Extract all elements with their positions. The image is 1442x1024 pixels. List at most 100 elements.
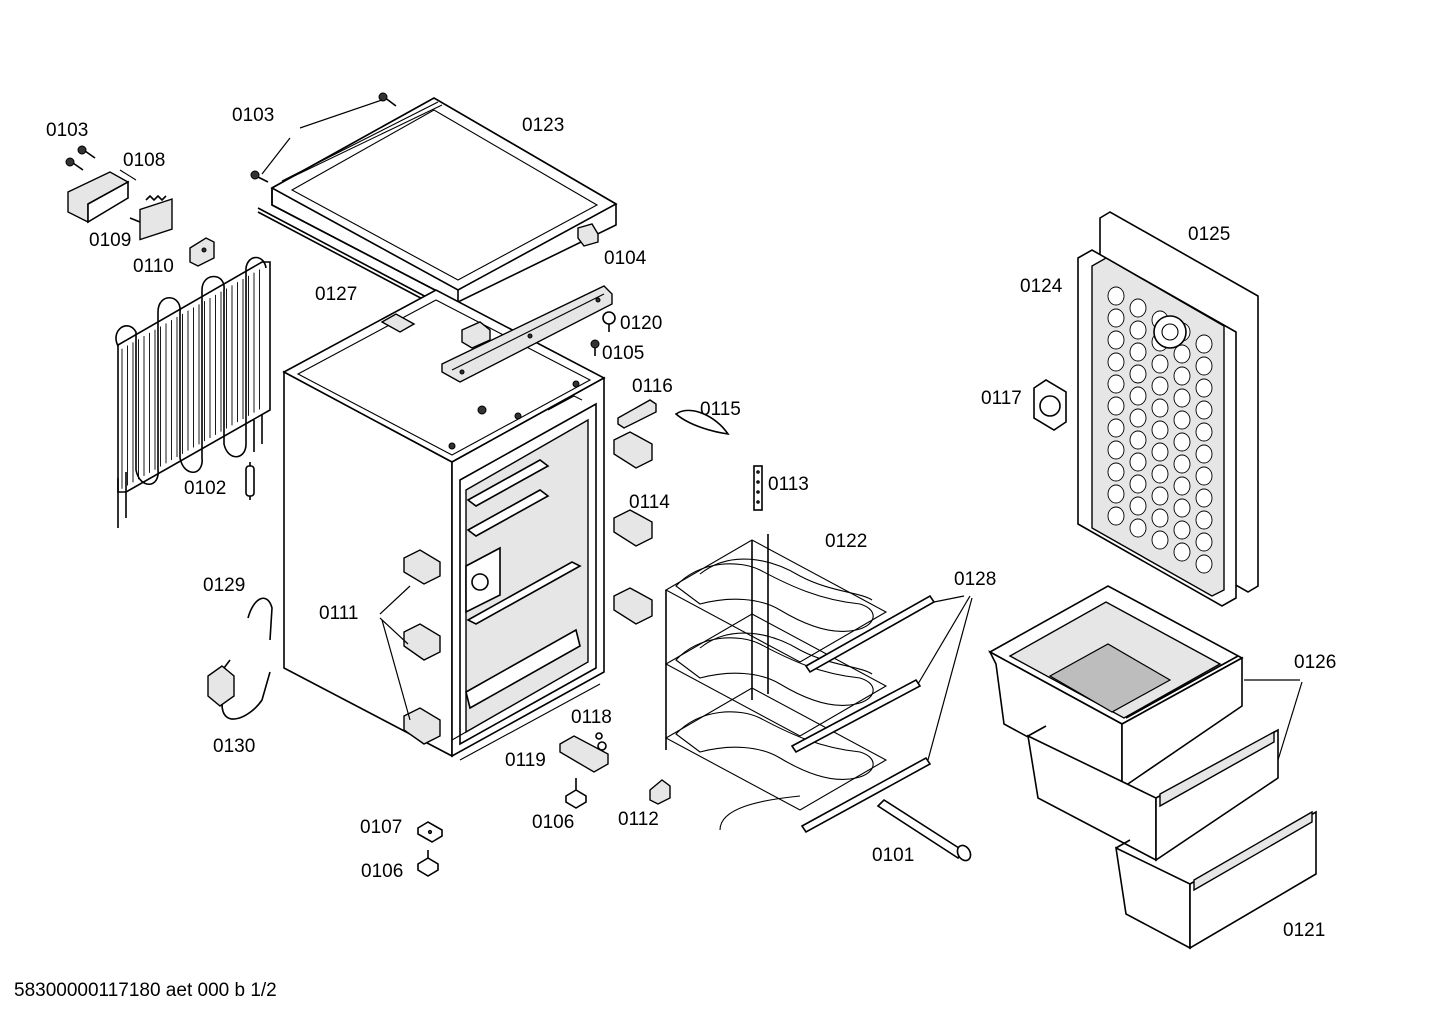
- power-cord: [207, 659, 271, 720]
- label-0128: 0128: [954, 569, 996, 590]
- washers-0118: [595, 732, 607, 751]
- label-0103-left: 0103: [46, 120, 88, 141]
- shelf-support-lower: [613, 587, 653, 625]
- worktop-lid: [270, 97, 618, 304]
- label-0104: 0104: [604, 248, 647, 269]
- door-liner-cell: [1173, 410, 1191, 430]
- door-liner-cell: [1151, 420, 1169, 440]
- label-0117: 0117: [981, 388, 1022, 409]
- drawer-top: [988, 585, 1244, 790]
- label-0116: 0116: [632, 376, 673, 397]
- door-liner-cell: [1173, 498, 1191, 518]
- label-0112: 0112: [618, 809, 659, 830]
- bracket-0110: [189, 237, 215, 267]
- door-liner-cell: [1195, 532, 1213, 552]
- door-liner-cell: [1173, 432, 1191, 452]
- label-0106-center: 0106: [532, 812, 574, 833]
- door-liner-cell: [1151, 486, 1169, 506]
- door-liner-cell: [1173, 542, 1191, 562]
- door-liner-cell: [1151, 354, 1169, 374]
- shelf-rod: [876, 798, 972, 862]
- shelf-edge-profile-top: [804, 594, 936, 674]
- shelf-support-middle: [613, 509, 653, 547]
- door-liner-cell: [1195, 334, 1213, 354]
- drawer-middle: [1026, 725, 1279, 862]
- door-liner-cell: [1151, 398, 1169, 418]
- label-0107: 0107: [360, 817, 402, 838]
- door-inner-liner: [1091, 257, 1225, 597]
- door-liner-cell: [1173, 454, 1191, 474]
- label-0119: 0119: [505, 750, 546, 771]
- door-liner-cell: [1107, 418, 1125, 438]
- cabinet-body: [282, 289, 606, 761]
- screw-top-left: [250, 170, 269, 183]
- label-0125: 0125: [1188, 224, 1230, 245]
- door-liner-cell: [1129, 320, 1147, 340]
- label-0111: 0111: [319, 603, 358, 624]
- drawer-bottom: [1114, 810, 1317, 950]
- screw-0105: [590, 339, 600, 356]
- hinge-rail: [441, 285, 613, 383]
- label-0113: 0113: [768, 474, 809, 495]
- label-0129: 0129: [203, 575, 245, 596]
- door-liner-cell: [1151, 464, 1169, 484]
- label-0108: 0108: [123, 150, 165, 171]
- door-liner-cell: [1129, 408, 1147, 428]
- door-liner-cell: [1195, 554, 1213, 574]
- label-0130: 0130: [213, 736, 255, 757]
- shelf-frame: [665, 534, 769, 750]
- door-liner-cell: [1107, 396, 1125, 416]
- door-liner-cell: [1107, 506, 1125, 526]
- hinge-bolt: [602, 311, 616, 332]
- thermostat: [129, 194, 173, 241]
- foot-plate-0107: [417, 821, 443, 843]
- label-0110: 0110: [133, 256, 174, 277]
- door-liner-cell: [1151, 376, 1169, 396]
- wire-shelf-bottom: [664, 687, 888, 831]
- door-liner-cell: [1129, 496, 1147, 516]
- cable-wire-0129: [247, 597, 273, 641]
- door-liner-cell: [1195, 400, 1213, 420]
- dryer-filter: [245, 462, 255, 500]
- screw-0103-a: [65, 157, 84, 171]
- door-liner-cell: [1151, 508, 1169, 528]
- thermostat-cover: [67, 171, 130, 224]
- door-liner-cell: [1107, 352, 1125, 372]
- door-liner-cell: [1107, 286, 1125, 306]
- door-liner-cell: [1195, 378, 1213, 398]
- door-liner-cell: [1195, 356, 1213, 376]
- door-liner-cell: [1151, 442, 1169, 462]
- label-0127: 0127: [315, 284, 357, 305]
- hinge-bracket-middle: [403, 623, 441, 661]
- label-0118: 0118: [571, 707, 612, 728]
- side-trim-strip: [257, 207, 433, 305]
- door-stop-0112: [649, 779, 671, 805]
- label-0115: 0115: [700, 399, 741, 420]
- drawing-reference-number: 58300000117180 aet 000 b 1/2: [14, 980, 277, 1001]
- door-liner-cell: [1195, 422, 1213, 442]
- door-liner-cell: [1129, 364, 1147, 384]
- wire-shelf-middle: [664, 613, 888, 737]
- label-0123: 0123: [522, 115, 564, 136]
- door-liner-cell: [1129, 298, 1147, 318]
- door-liner-cell: [1195, 488, 1213, 508]
- shelf-rack-strip: [753, 465, 763, 511]
- door-liner-cell: [1107, 462, 1125, 482]
- door-liner-cell: [1173, 344, 1191, 364]
- label-0103-lid: 0103: [232, 105, 274, 126]
- shelf-edge-profile-middle: [790, 678, 922, 754]
- condenser-coil: [115, 256, 271, 528]
- hinge-cap: [577, 223, 599, 247]
- door-liner-cell: [1107, 330, 1125, 350]
- label-0101: 0101: [872, 845, 914, 866]
- door-liner-cell: [1129, 518, 1147, 538]
- label-0109: 0109: [89, 230, 131, 251]
- door-liner-cell: [1129, 474, 1147, 494]
- door-liner-cell: [1129, 342, 1147, 362]
- door-liner-cell: [1107, 440, 1125, 460]
- adjustable-foot-0106: [565, 778, 587, 809]
- label-0102: 0102: [184, 478, 226, 499]
- lamp-cover: [674, 409, 730, 436]
- wire-shelf-top: [664, 539, 888, 663]
